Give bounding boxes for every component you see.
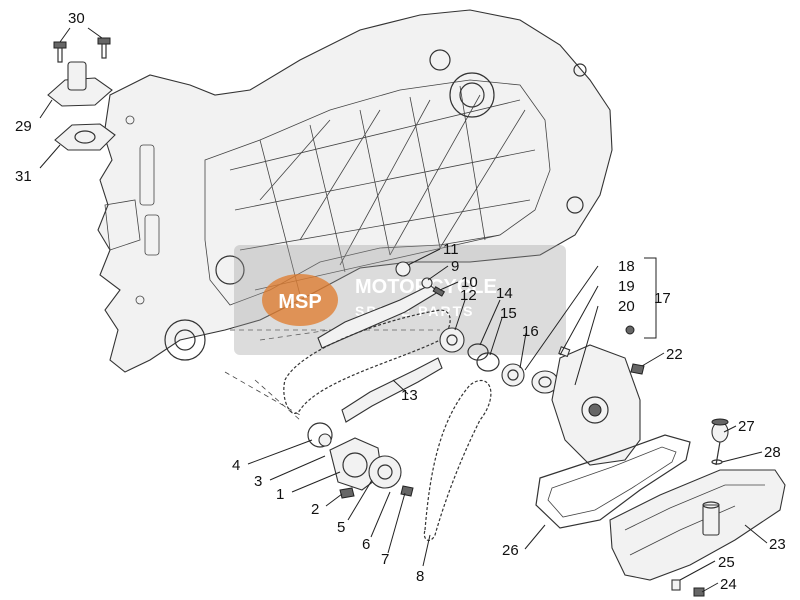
oil-pump-assembly xyxy=(307,422,414,499)
part-number-26: 26 xyxy=(502,542,519,559)
leader-lines xyxy=(39,27,768,593)
pump-cover-plate xyxy=(551,325,645,466)
part-number-19: 19 xyxy=(618,278,635,295)
chain-guides xyxy=(317,261,446,423)
part-number-14: 14 xyxy=(496,285,513,302)
part-number-9: 9 xyxy=(451,258,459,275)
part-number-10: 10 xyxy=(461,274,478,291)
part-number-17: 17 xyxy=(654,290,671,307)
part-number-30: 30 xyxy=(68,10,85,27)
part-number-16: 16 xyxy=(522,323,539,340)
part-number-labels: 30 29 31 11 9 10 12 14 15 16 18 19 20 17… xyxy=(15,10,786,593)
part-number-15: 15 xyxy=(500,305,517,322)
part-number-7: 7 xyxy=(381,551,389,568)
part-number-22: 22 xyxy=(666,346,683,363)
part-number-24: 24 xyxy=(720,576,737,593)
part-number-23: 23 xyxy=(769,536,786,553)
part-number-2: 2 xyxy=(311,501,319,518)
sprocket-stack xyxy=(439,327,559,394)
sump-gasket xyxy=(535,434,691,529)
part-number-3: 3 xyxy=(254,473,262,490)
part-number-28: 28 xyxy=(764,444,781,461)
part-number-4: 4 xyxy=(232,457,240,474)
part-number-18: 18 xyxy=(618,258,635,275)
part-number-20: 20 xyxy=(618,298,635,315)
part-number-6: 6 xyxy=(362,536,370,553)
crankcase-housing xyxy=(97,9,613,373)
part-number-11: 11 xyxy=(443,241,459,258)
part-number-8: 8 xyxy=(416,568,424,585)
part-number-1: 1 xyxy=(276,486,284,503)
part-number-25: 25 xyxy=(718,554,735,571)
part-number-27: 27 xyxy=(738,418,755,435)
oil-sump xyxy=(609,418,786,597)
chain-tensioner-assembly xyxy=(47,37,116,151)
part-number-13: 13 xyxy=(401,387,418,404)
part-number-31: 31 xyxy=(15,168,32,185)
part-number-12: 12 xyxy=(460,287,477,304)
part-number-5: 5 xyxy=(337,519,345,536)
watermark-logo: MSP xyxy=(278,291,321,313)
part-number-29: 29 xyxy=(15,118,32,135)
